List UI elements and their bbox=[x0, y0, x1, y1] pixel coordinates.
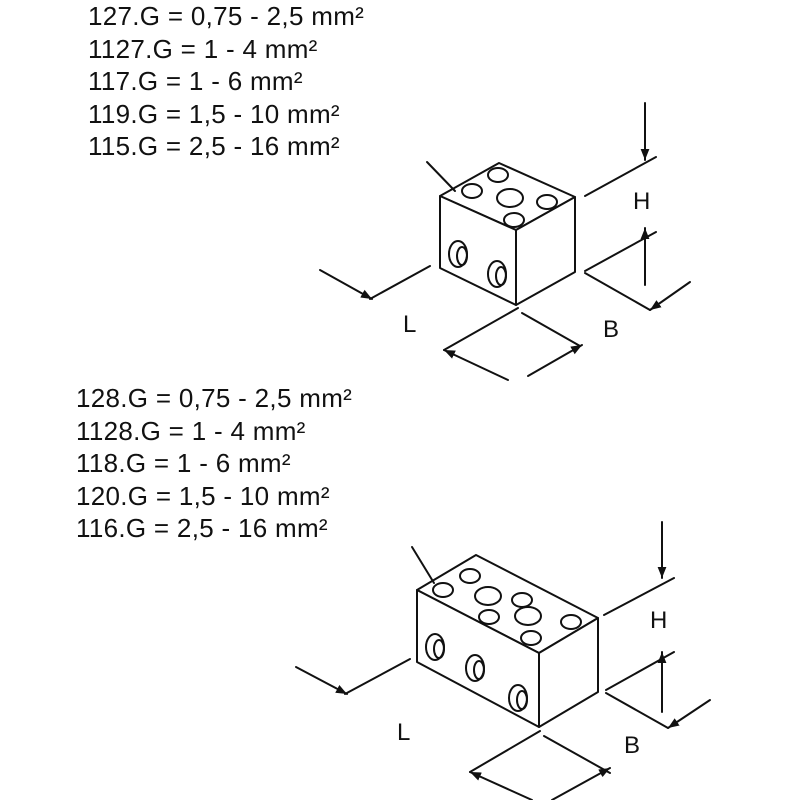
screw-hole bbox=[461, 183, 483, 199]
label-height: H bbox=[633, 188, 650, 215]
spec-line: 118.G = 1 - 6 mm² bbox=[76, 448, 291, 478]
wire-entry bbox=[473, 660, 485, 680]
label-length: L bbox=[397, 719, 410, 746]
wire-hole bbox=[474, 586, 502, 606]
wire-entry bbox=[433, 639, 445, 659]
wire-entry bbox=[495, 266, 507, 286]
spec-line: 116.G = 2,5 - 16 mm² bbox=[76, 513, 328, 543]
wire-entry bbox=[456, 246, 468, 266]
label-height: H bbox=[650, 607, 667, 634]
dimension-h bbox=[584, 102, 657, 286]
spec-line: 119.G = 1,5 - 10 mm² bbox=[88, 98, 340, 129]
spec-list-two-pole: 127.G = 0,75 - 2,5 mm² 1127.G = 1 - 4 mm… bbox=[88, 0, 364, 163]
spec-line: 127.G = 0,75 - 2,5 mm² bbox=[88, 1, 365, 31]
wire-hole bbox=[514, 606, 542, 626]
two-pole-terminal-block bbox=[319, 102, 691, 381]
label-width: B bbox=[603, 316, 619, 343]
screw-hole bbox=[478, 609, 500, 625]
spec-line: 117.G = 1 - 6 mm² bbox=[88, 66, 303, 96]
dimension-l bbox=[319, 265, 431, 300]
label-width: B bbox=[624, 732, 640, 759]
spec-line: 115.G = 2,5 - 16 mm² bbox=[88, 131, 340, 161]
screw-hole bbox=[487, 167, 509, 183]
spec-line: 1128.G = 1 - 4 mm² bbox=[76, 415, 306, 446]
wire-entry bbox=[516, 690, 528, 710]
screw-hole bbox=[560, 614, 582, 630]
spec-list-three-pole: 128.G = 0,75 - 2,5 mm² 1128.G = 1 - 4 mm… bbox=[76, 382, 352, 545]
dimension-b bbox=[443, 272, 691, 381]
spec-line: 120.G = 1,5 - 10 mm² bbox=[76, 480, 330, 511]
leader-line bbox=[426, 161, 456, 192]
three-pole-terminal-block bbox=[295, 521, 711, 800]
screw-hole bbox=[536, 194, 558, 210]
screw-hole bbox=[459, 568, 481, 584]
dimension-h bbox=[603, 521, 675, 713]
leader-line bbox=[411, 546, 435, 584]
block-side-face bbox=[538, 617, 599, 728]
dimension-l bbox=[295, 658, 411, 695]
block-side-face bbox=[515, 196, 576, 306]
screw-hole bbox=[520, 630, 542, 646]
wire-hole bbox=[496, 188, 524, 208]
screw-hole bbox=[503, 212, 525, 228]
dimension-b bbox=[469, 692, 711, 800]
spec-line: 128.G = 0,75 - 2,5 mm² bbox=[76, 383, 353, 413]
spec-line: 1127.G = 1 - 4 mm² bbox=[88, 33, 318, 64]
screw-hole bbox=[511, 592, 533, 608]
label-length: L bbox=[403, 311, 416, 338]
screw-hole bbox=[432, 582, 454, 598]
